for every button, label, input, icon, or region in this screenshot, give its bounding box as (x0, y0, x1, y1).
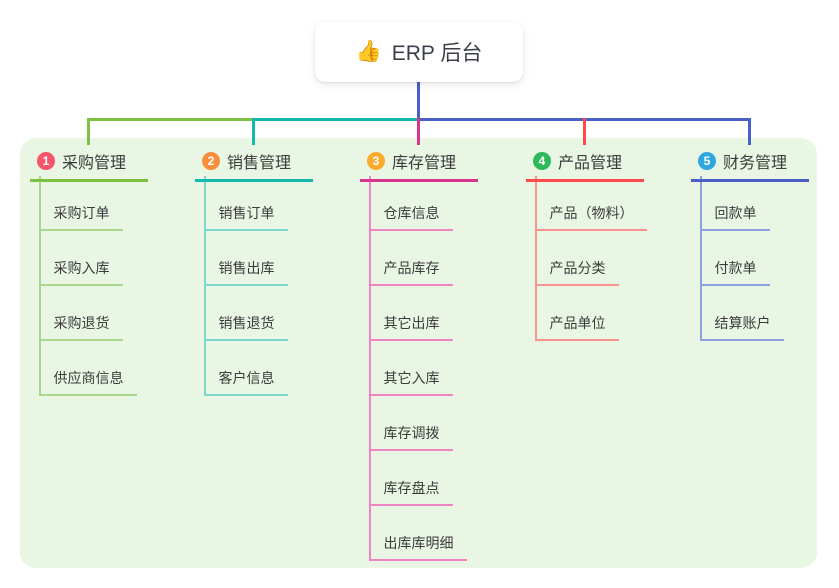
branch-header-inventory[interactable]: 3 库存管理 (360, 147, 478, 182)
branch-label: 财务管理 (723, 155, 788, 172)
tree-node[interactable]: 产品分类 (534, 257, 619, 286)
branch-label: 采购管理 (62, 155, 127, 172)
tree-node[interactable]: 销售退货 (203, 312, 288, 341)
connector-drop-product (582, 118, 586, 145)
tree-node[interactable]: 结算账户 (699, 312, 784, 341)
tree-node[interactable]: 付款单 (699, 257, 770, 286)
branch-header-finance[interactable]: 5 财务管理 (691, 147, 809, 182)
connector-drop-inventory (416, 118, 420, 145)
tree-node[interactable]: 仓库信息 (368, 202, 453, 231)
branch-badge: 3 (367, 152, 385, 170)
tree-node[interactable]: 采购订单 (38, 202, 123, 231)
tree-node[interactable]: 采购退货 (38, 312, 123, 341)
branch-header-purchase[interactable]: 1 采购管理 (30, 147, 148, 182)
canvas-panel (20, 138, 817, 568)
branch-badge: 5 (698, 152, 716, 170)
connector-drop-purchase (86, 118, 90, 145)
tree-node[interactable]: 销售订单 (203, 202, 288, 231)
branch-badge: 2 (202, 152, 220, 170)
tree-node[interactable]: 客户信息 (203, 367, 288, 396)
tree-node[interactable]: 产品（物料） (534, 202, 647, 231)
tree-node[interactable]: 库存调拨 (368, 422, 453, 451)
tree-node[interactable]: 采购入库 (38, 257, 123, 286)
root-node[interactable]: 👍 ERP 后台 (315, 22, 523, 82)
branch-spine-sales (203, 176, 206, 396)
tree-node[interactable]: 产品库存 (368, 257, 453, 286)
tree-node[interactable]: 销售出库 (203, 257, 288, 286)
branch-header-product[interactable]: 4 产品管理 (526, 147, 644, 182)
tree-node[interactable]: 其它出库 (368, 312, 453, 341)
tree-node[interactable]: 其它入库 (368, 367, 453, 396)
branch-badge: 4 (533, 152, 551, 170)
branch-badge: 1 (37, 152, 55, 170)
thumbs-up-icon: 👍 (355, 40, 382, 63)
tree-node[interactable]: 产品单位 (534, 312, 619, 341)
branch-label: 库存管理 (392, 155, 457, 172)
branch-label: 销售管理 (227, 155, 292, 172)
branch-spine-finance (699, 176, 702, 341)
branch-spine-inventory (368, 176, 371, 561)
connector-drop-finance (747, 118, 751, 145)
branch-label: 产品管理 (558, 155, 623, 172)
branch-spine-product (534, 176, 537, 341)
tree-node[interactable]: 库存盘点 (368, 477, 453, 506)
tree-node[interactable]: 出库库明细 (368, 532, 467, 561)
tree-node[interactable]: 回款单 (699, 202, 770, 231)
branch-spine-purchase (38, 176, 41, 396)
connector-hline-sales (251, 118, 419, 121)
connector-hline-purchase (86, 118, 254, 121)
branch-header-sales[interactable]: 2 销售管理 (195, 147, 313, 182)
tree-node[interactable]: 供应商信息 (38, 367, 137, 396)
root-connector-line (416, 82, 420, 121)
connector-drop-sales (251, 118, 255, 145)
root-title: ERP 后台 (391, 42, 483, 65)
